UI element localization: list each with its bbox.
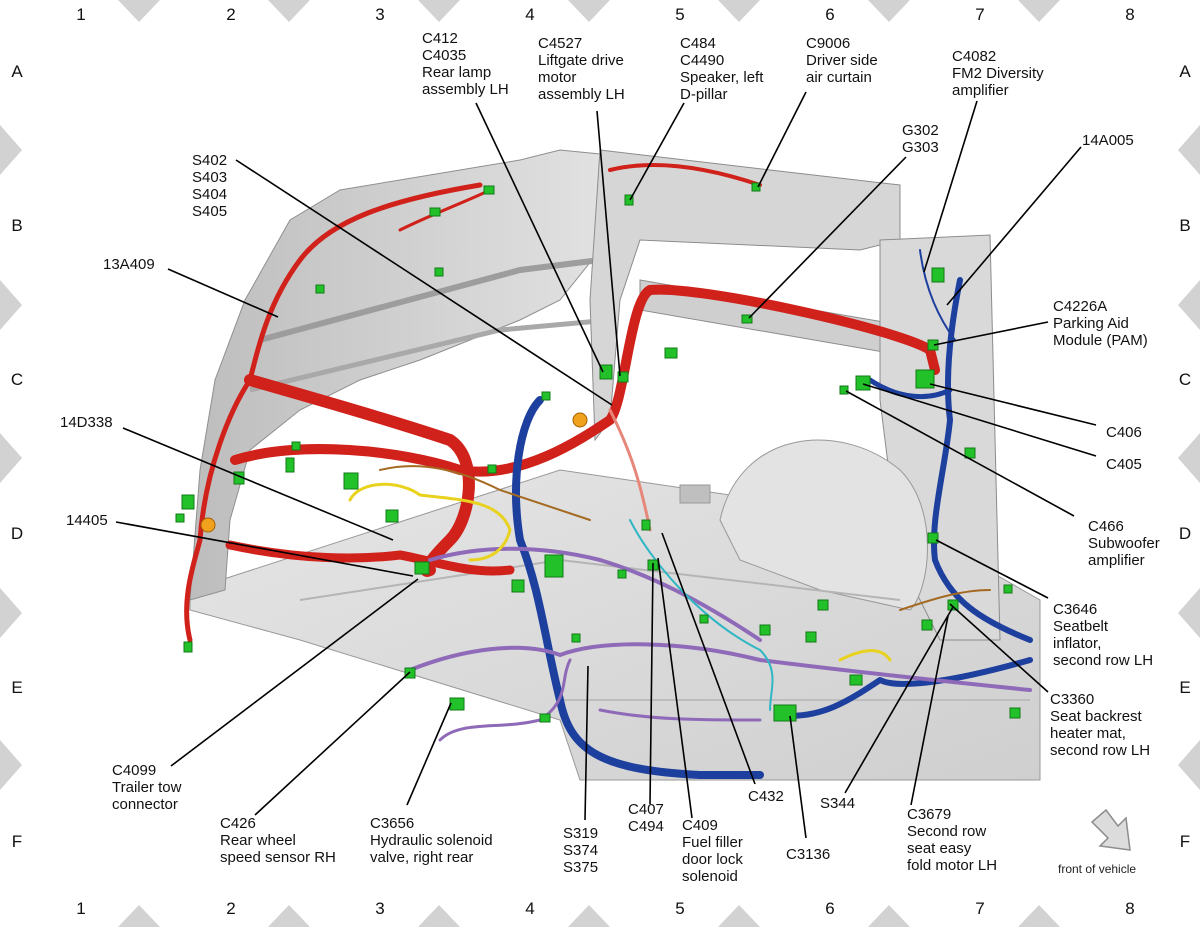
grid-row-e-left: E bbox=[11, 678, 23, 697]
label-c406: C406 bbox=[1106, 424, 1142, 441]
grid-row-d-right: D bbox=[1178, 524, 1192, 543]
label-c466-subwoofer: C466 Subwoofer amplifier bbox=[1088, 518, 1160, 569]
label-14a005: 14A005 bbox=[1082, 132, 1134, 149]
harness-cyan bbox=[629, 519, 774, 711]
label-g302-ground: G302 G303 bbox=[902, 122, 939, 156]
label-c407: C407 C494 bbox=[628, 801, 664, 835]
label-c4527-liftgate-motor: C4527 Liftgate drive motor assembly LH bbox=[538, 35, 625, 103]
grid-col-8-top: 8 bbox=[1125, 5, 1135, 24]
grid-col-1-bottom: 1 bbox=[76, 899, 86, 918]
label-c432: C432 bbox=[748, 788, 784, 805]
harness-brown bbox=[379, 465, 991, 611]
leader-lines bbox=[115, 91, 1097, 839]
label-c9006-air-curtain: C9006 Driver side air curtain bbox=[806, 35, 878, 86]
grid-col-4-bottom: 4 bbox=[525, 899, 535, 918]
label-s344: S344 bbox=[820, 795, 856, 812]
label-c405: C405 bbox=[1106, 456, 1142, 473]
label-c3360-heater-mat: C3360 Seat backrest heater mat, second r… bbox=[1050, 691, 1151, 759]
ground-eyelets bbox=[200, 412, 588, 533]
grid-row-c-left: C bbox=[10, 370, 24, 389]
grid-col-7-top: 7 bbox=[975, 5, 985, 24]
front-of-vehicle-label: front of vehicle bbox=[1058, 862, 1137, 876]
label-c484-speaker: C484 C4490 Speaker, left D-pillar bbox=[680, 35, 764, 103]
grid-col-1-top: 1 bbox=[76, 5, 86, 24]
grid-row-c-right: C bbox=[1178, 370, 1192, 389]
grid-col-6-top: 6 bbox=[825, 5, 835, 24]
grid-col-2-top: 2 bbox=[226, 5, 236, 24]
grid-row-d-left: D bbox=[10, 524, 24, 543]
front-of-vehicle-arrow-icon bbox=[1090, 808, 1131, 851]
connectors bbox=[175, 182, 1021, 723]
label-c409-fuel-filler: C409 Fuel filler door lock solenoid bbox=[682, 817, 743, 885]
vehicle-body bbox=[189, 149, 1041, 781]
label-c3656-hydraulic-valve: C3656 Hydraulic solenoid valve, right re… bbox=[370, 815, 493, 866]
label-c3646-seatbelt-inflator: C3646 Seatbelt inflator, second row LH bbox=[1053, 601, 1154, 669]
grid-row-b-left: B bbox=[11, 216, 23, 235]
grid-row-e-right: E bbox=[1179, 678, 1191, 697]
grid-col-5-bottom: 5 bbox=[675, 899, 685, 918]
grid-col-6-bottom: 6 bbox=[825, 899, 835, 918]
grid-col-7-bottom: 7 bbox=[975, 899, 985, 918]
grid-col-3-bottom: 3 bbox=[375, 899, 385, 918]
label-14d338: 14D338 bbox=[60, 414, 113, 431]
grid-col-4-top: 4 bbox=[525, 5, 535, 24]
grid-row-a-right: A bbox=[1179, 62, 1191, 81]
grid-col-3-top: 3 bbox=[375, 5, 385, 24]
label-c426-wheel-speed: C426 Rear wheel speed sensor RH bbox=[220, 815, 336, 866]
label-s402-splices: S402 S403 S404 S405 bbox=[192, 152, 228, 220]
grid-col-5-top: 5 bbox=[675, 5, 685, 24]
label-c4099-trailer-tow: C4099 Trailer tow connector bbox=[112, 762, 182, 813]
label-14405: 14405 bbox=[66, 512, 108, 529]
harness-yellow bbox=[348, 482, 892, 662]
label-c4226a-pam: C4226A Parking Aid Module (PAM) bbox=[1053, 298, 1148, 349]
grid-row-a-left: A bbox=[11, 62, 23, 81]
label-c3679-easy-fold-motor: C3679 Second row seat easy fold motor LH bbox=[907, 806, 998, 874]
grid-row-f-right: F bbox=[1179, 832, 1191, 851]
label-13a409: 13A409 bbox=[103, 256, 155, 273]
label-c4082-fm2-amplifier: C4082 FM2 Diversity amplifier bbox=[952, 48, 1044, 99]
grid-col-8-bottom: 8 bbox=[1125, 899, 1135, 918]
label-c3136: C3136 bbox=[786, 846, 831, 863]
harness-red bbox=[184, 163, 940, 643]
grid-row-f-left: F bbox=[11, 832, 23, 851]
label-s319-splices: S319 S374 S375 bbox=[563, 825, 599, 876]
label-c412-rear-lamp: C412 C4035 Rear lamp assembly LH bbox=[422, 30, 509, 98]
grid-row-b-right: B bbox=[1179, 216, 1191, 235]
grid-col-2-bottom: 2 bbox=[226, 899, 236, 918]
harness-blue bbox=[512, 249, 1033, 779]
